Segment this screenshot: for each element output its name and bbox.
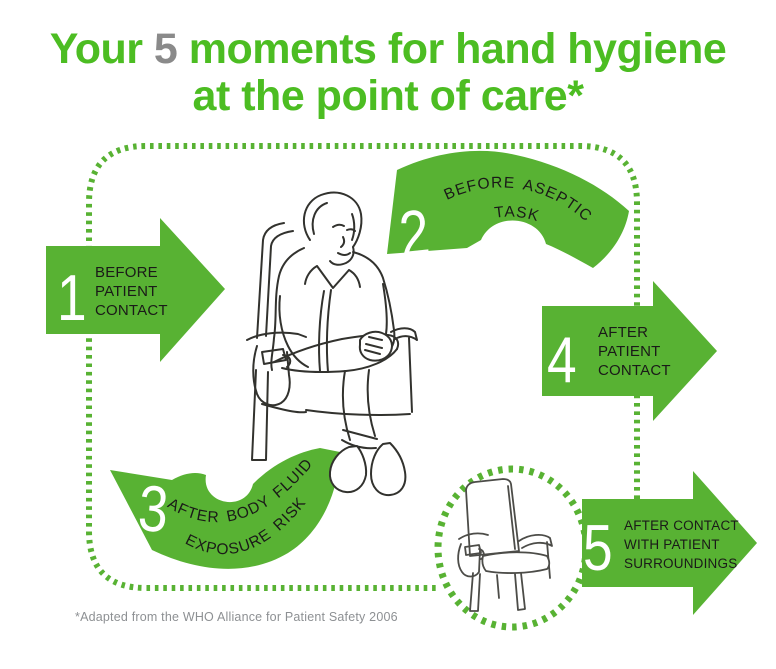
svg-text:PATIENT: PATIENT: [598, 343, 661, 360]
patient-illustration: [246, 191, 418, 497]
moment-1-label: BEFORE PATIENT CONTACT: [95, 264, 168, 319]
dashed-circuit-border: [86, 143, 640, 591]
svg-text:PATIENT: PATIENT: [95, 283, 158, 300]
moment-5-arrow: [582, 471, 757, 615]
moment-4-arrow: [542, 281, 717, 421]
page-title: Your 5 moments for hand hygiene at the p…: [0, 0, 776, 120]
moment-3-arrow: [110, 448, 340, 569]
moment-1-number: 1: [57, 261, 87, 334]
moment-1-arrow: [46, 218, 225, 362]
svg-text:SURROUNDINGS: SURROUNDINGS: [624, 556, 737, 571]
svg-text:AFTER CONTACT: AFTER CONTACT: [624, 518, 739, 533]
svg-text:CONTACT: CONTACT: [598, 362, 671, 379]
svg-text:CONTACT: CONTACT: [95, 302, 168, 319]
moment-4-number: 4: [547, 323, 577, 396]
patient-surroundings-circle: [434, 465, 590, 631]
title-part2: moments for hand hygiene: [177, 25, 727, 73]
moment-4-label: AFTER PATIENT CONTACT: [598, 324, 671, 379]
svg-text:AFTER: AFTER: [598, 324, 648, 341]
footnote: *Adapted from the WHO Alliance for Patie…: [75, 610, 398, 624]
moment-5-label: AFTER CONTACT WITH PATIENT SURROUNDINGS: [624, 518, 739, 571]
moment-3-number: 3: [136, 471, 171, 546]
moment-2-arrow: [387, 150, 629, 268]
moment-5-number: 5: [583, 511, 613, 584]
svg-text:BEFORE: BEFORE: [95, 264, 158, 281]
title-part1: Your: [49, 25, 154, 73]
title-number-5: 5: [153, 25, 178, 73]
empty-chair-illustration: [457, 478, 553, 612]
title-line2: at the point of care*: [192, 72, 584, 120]
svg-text:WITH PATIENT: WITH PATIENT: [624, 537, 720, 552]
